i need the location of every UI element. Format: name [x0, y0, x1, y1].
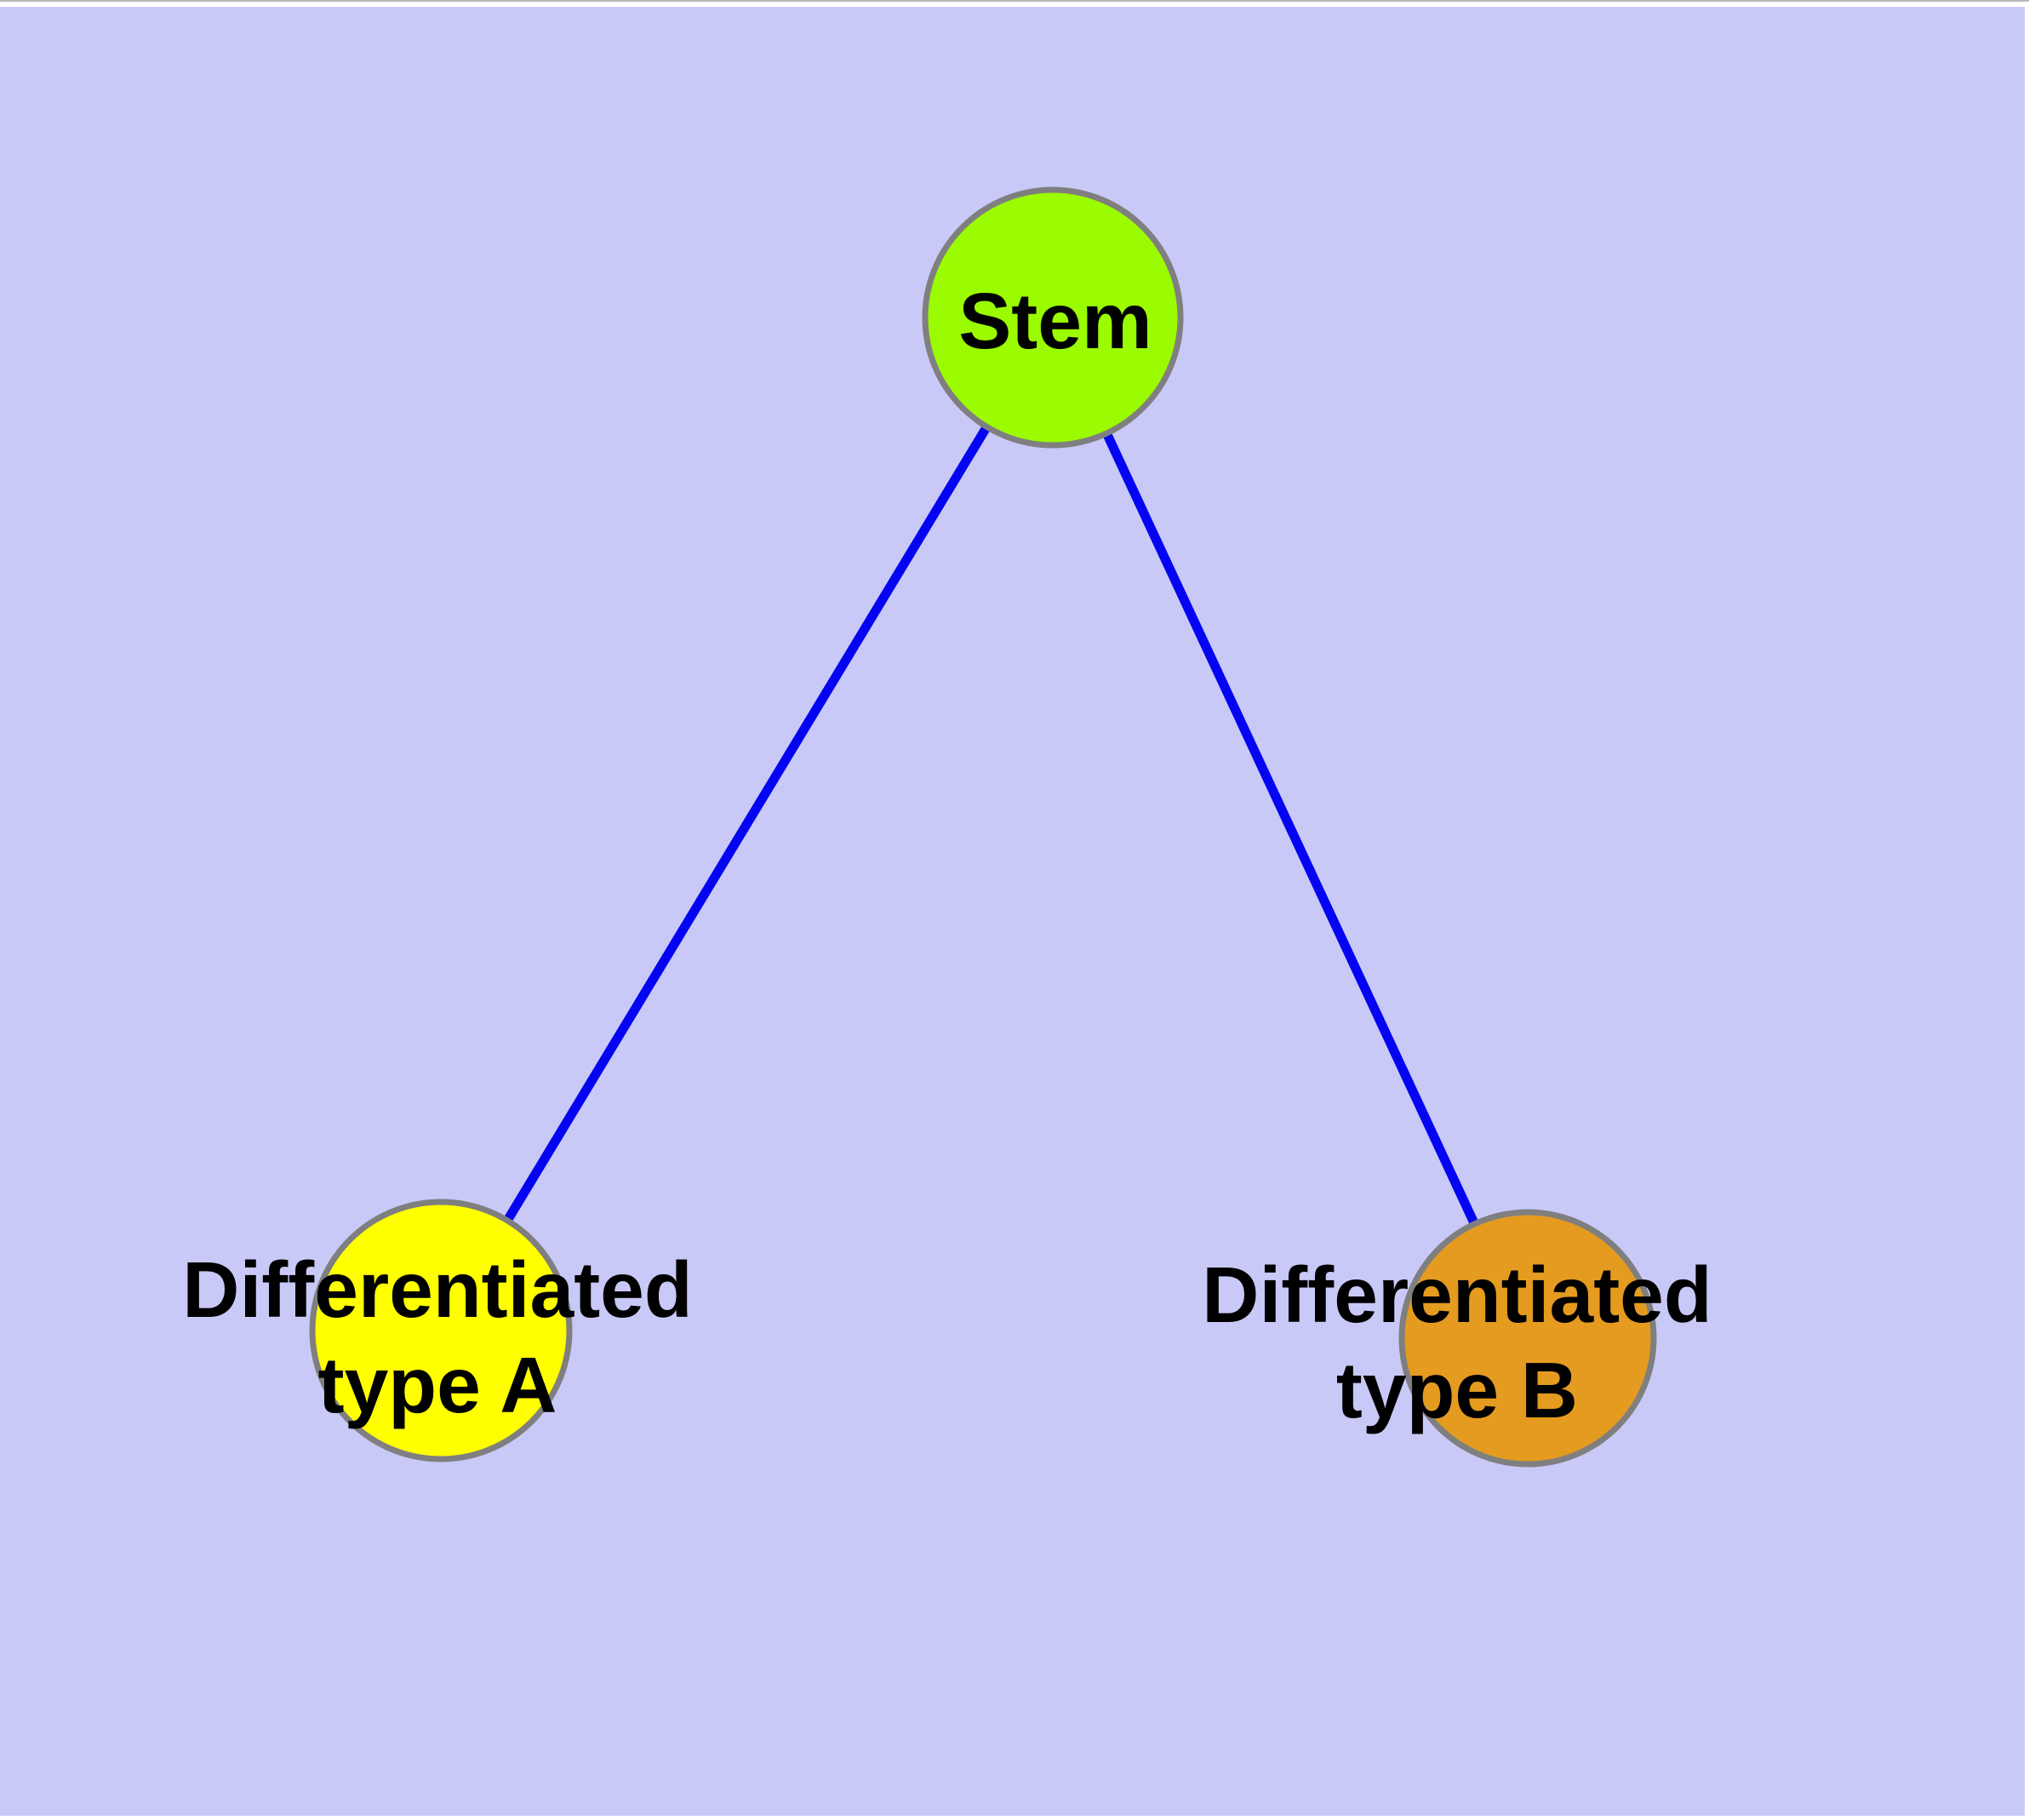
edge-stem-to-differentiated-type-b: [1049, 315, 1532, 1341]
node-circle-stem: [922, 186, 1184, 449]
edge-stem-to-differentiated-type-a: [437, 315, 1057, 1333]
node-label-differentiated-type-a-line1: Differentiated: [182, 1245, 692, 1334]
node-label-differentiated-type-b-line2: type B: [1336, 1346, 1578, 1434]
node-label-stem-line1: Stem: [958, 277, 1152, 365]
node-circle-differentiated-type-a: [309, 1199, 573, 1462]
node-stem: Stem: [922, 186, 1184, 449]
node-label-differentiated-type-a-line2: type A: [318, 1341, 557, 1429]
top-hairline: [0, 0, 2029, 2]
node-circle-differentiated-type-b: [1398, 1209, 1657, 1468]
node-label-differentiated-type-b-line1: Differentiated: [1202, 1251, 1712, 1339]
